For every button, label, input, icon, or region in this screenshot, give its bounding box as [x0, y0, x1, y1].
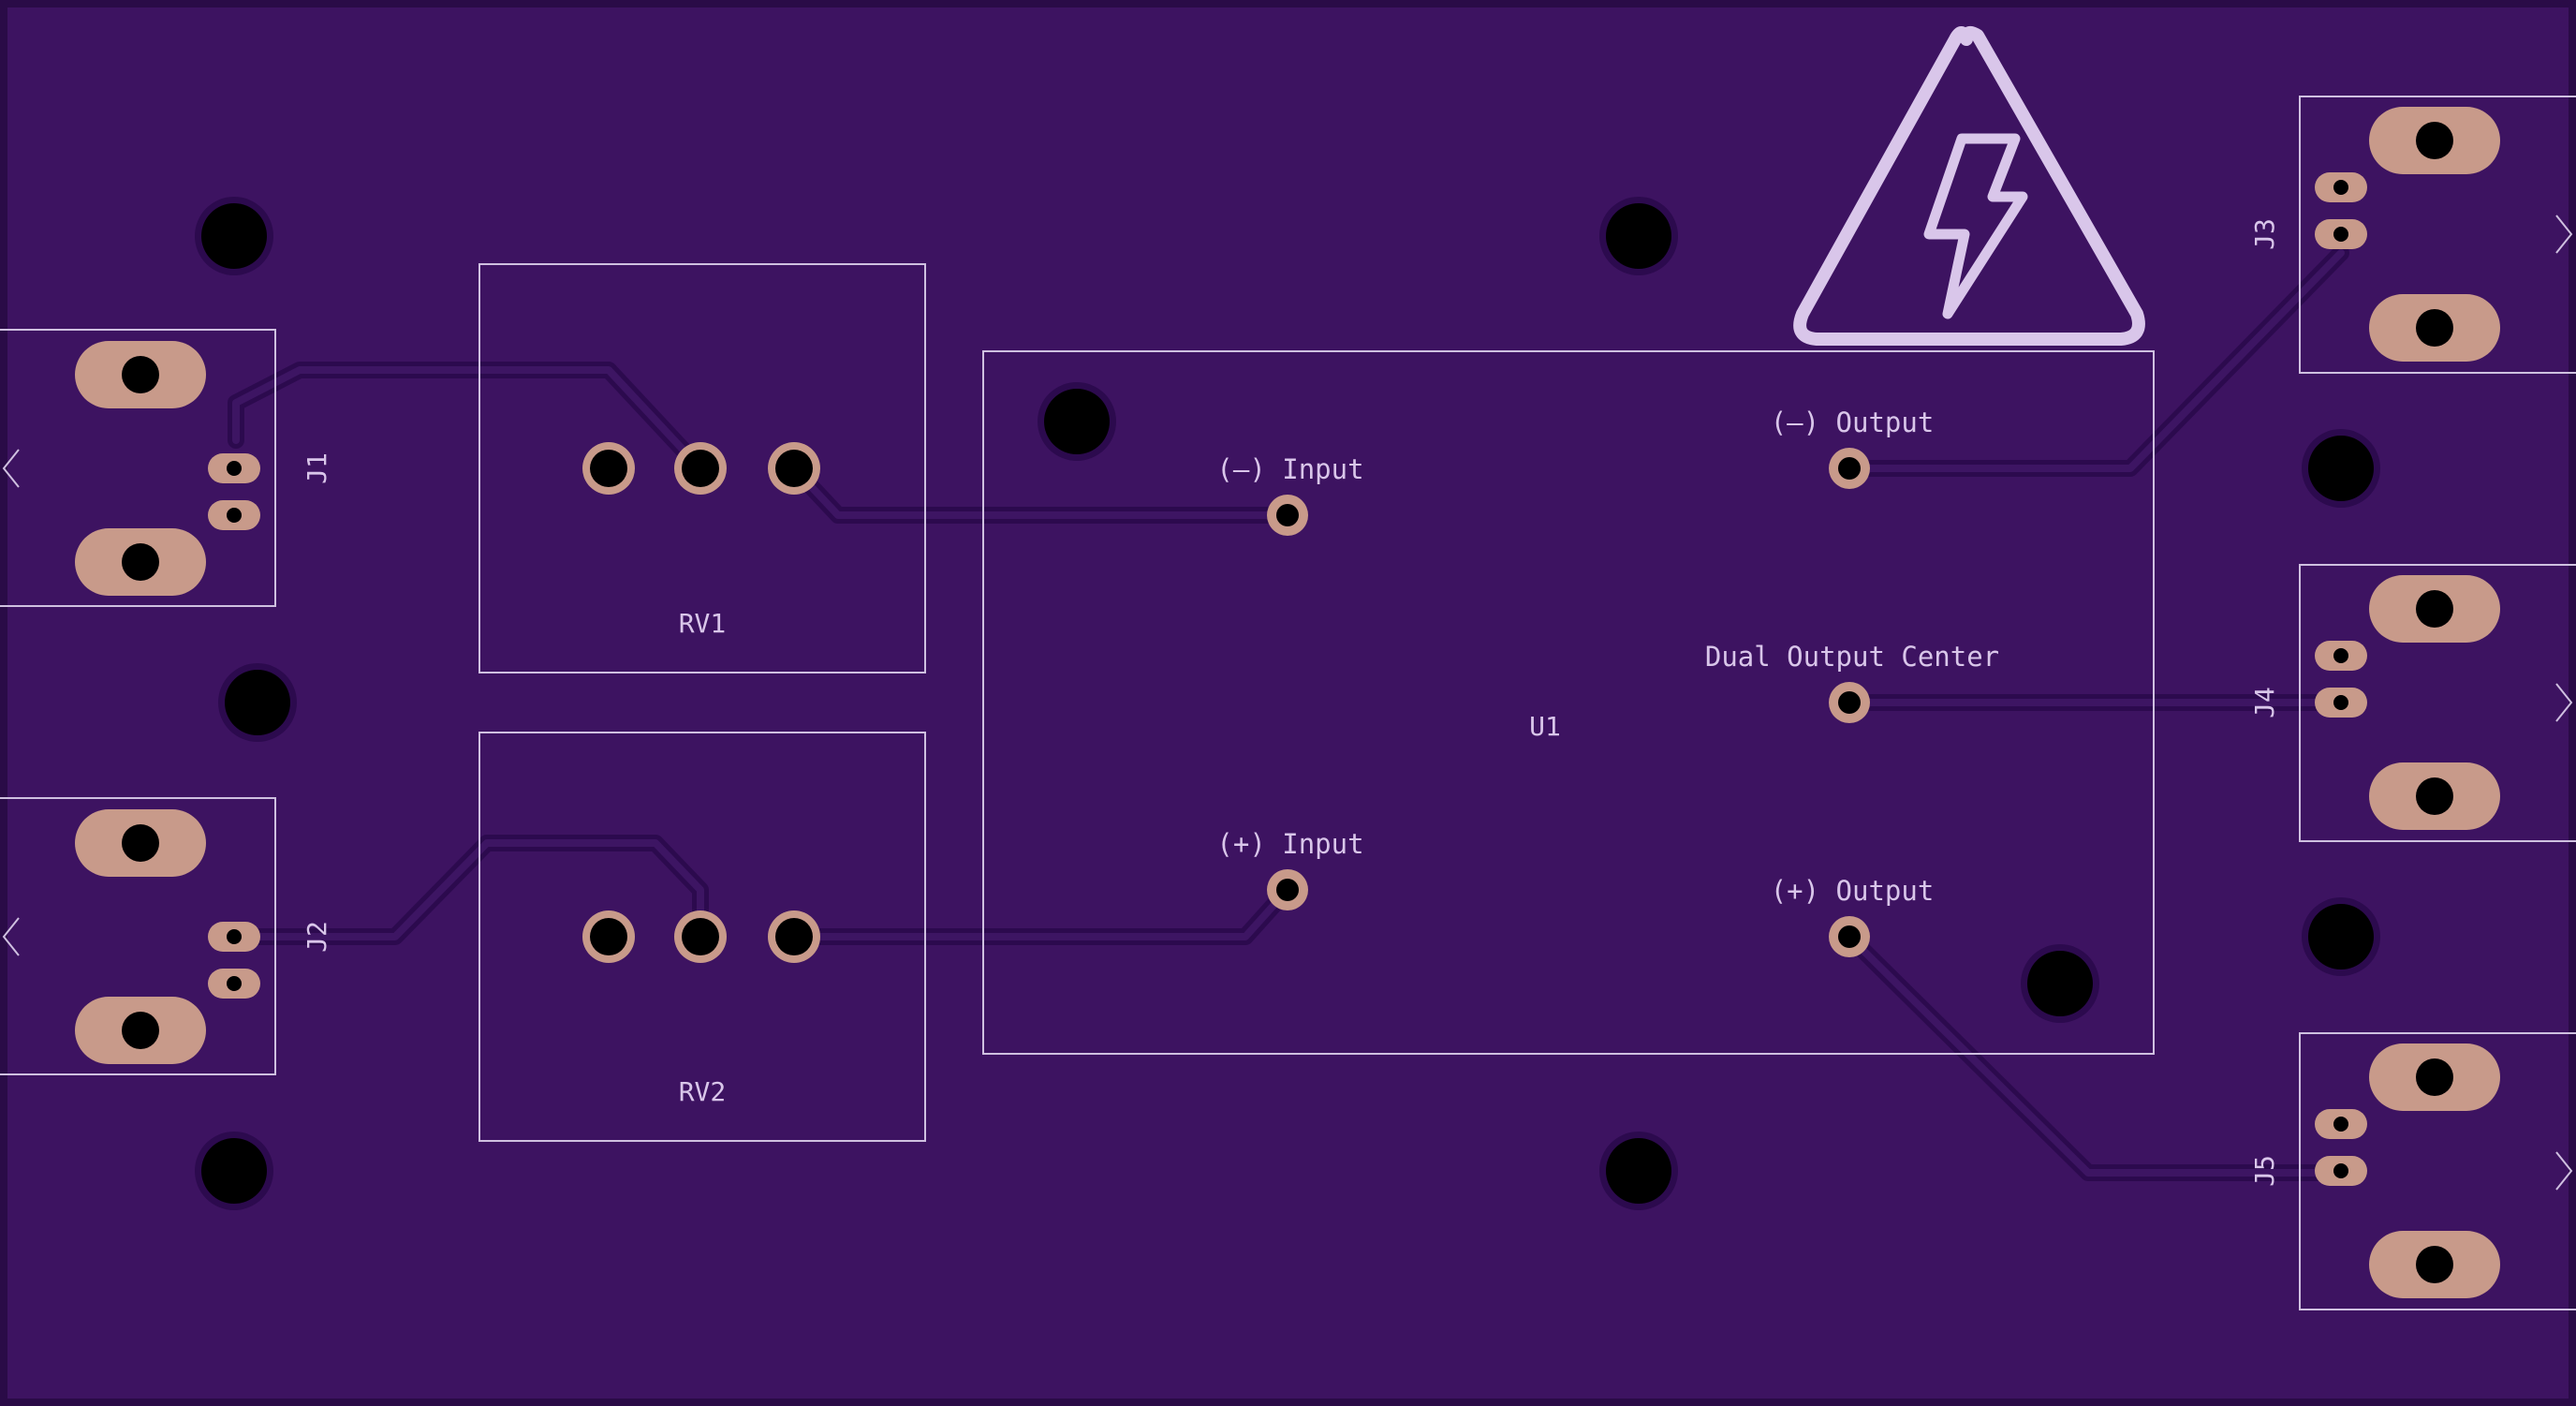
label-j2: J2	[302, 921, 332, 953]
mounting-hole	[1606, 1138, 1671, 1204]
mounting-hole	[1044, 389, 1110, 454]
connector-j2: J2	[0, 797, 332, 1075]
high-voltage-warning-icon	[1793, 25, 2145, 346]
potentiometer-rv1: RV1	[478, 263, 926, 673]
label-input-neg: (–) Input	[1216, 453, 1363, 485]
mounting-hole	[225, 670, 290, 735]
mounting-hole	[2027, 951, 2093, 1016]
potentiometer-rv2: RV2	[478, 732, 926, 1142]
mounting-holes	[195, 197, 2380, 1210]
label-input-pos: (+) Input	[1216, 828, 1363, 860]
mounting-hole	[201, 203, 267, 269]
connector-j4: J4	[2249, 564, 2576, 842]
connector-j1: J1	[0, 329, 332, 607]
label-rv1: RV1	[679, 608, 727, 639]
mounting-hole	[2308, 904, 2374, 969]
label-j5: J5	[2249, 1155, 2280, 1187]
label-dual-output-center: Dual Output Center	[1705, 641, 1999, 673]
traces	[228, 244, 2349, 1181]
module-u1: U1 (–) Input (+) Input (–) Output Dual O…	[982, 350, 2155, 1055]
label-u1: U1	[1529, 711, 1561, 742]
mounting-hole	[1606, 203, 1671, 269]
label-output-neg: (–) Output	[1771, 407, 1935, 438]
mounting-hole	[201, 1138, 267, 1204]
label-output-pos: (+) Output	[1771, 875, 1935, 907]
label-j4: J4	[2249, 687, 2280, 718]
connector-j5: J5	[2249, 1032, 2576, 1310]
mounting-hole	[2308, 436, 2374, 501]
label-j3: J3	[2249, 218, 2280, 250]
label-j1: J1	[302, 452, 332, 484]
label-rv2: RV2	[679, 1076, 727, 1107]
connector-j3: J3	[2249, 96, 2576, 374]
